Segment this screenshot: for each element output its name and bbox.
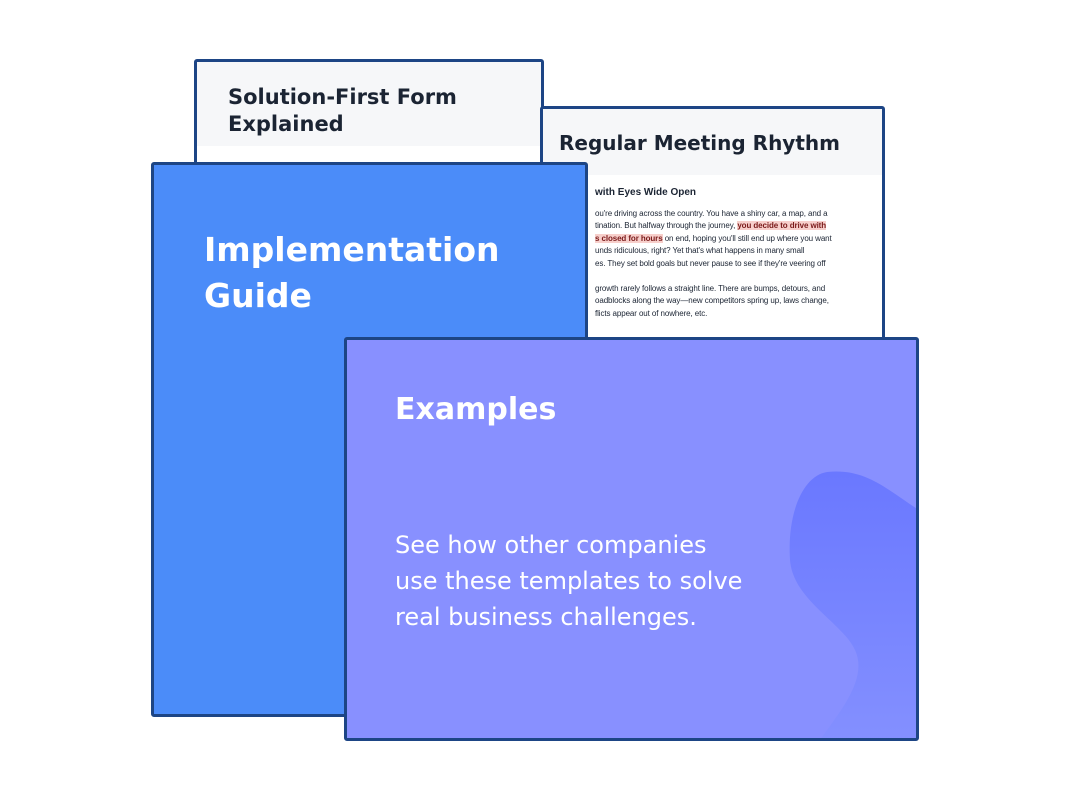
preview-line: growth rarely follows a straight line. T…	[595, 283, 826, 293]
preview-line: oadblocks along the way—new competitors …	[595, 296, 829, 306]
preview-line: tination. But halfway through the journe…	[595, 220, 880, 233]
highlight: s closed for hours	[595, 233, 663, 243]
highlight: you decide to drive with	[737, 221, 827, 231]
meeting-rhythm-card[interactable]: Regular Meeting Rhythm with Eyes Wide Op…	[540, 106, 885, 356]
solution-first-card[interactable]: Solution-First Form Explained	[194, 59, 544, 199]
card-title: Solution-First Form Explained	[197, 62, 541, 146]
preview-line: unds ridiculous, right? Yet that's what …	[595, 246, 805, 256]
preview-text: on end, hoping you'll still end up where…	[664, 233, 832, 243]
preview-heading: with Eyes Wide Open	[595, 187, 697, 198]
preview-line: ou're driving across the country. You ha…	[595, 208, 828, 218]
examples-card[interactable]: Examples See how other companies use the…	[344, 337, 919, 741]
decorative-blob	[789, 471, 916, 738]
document-preview: with Eyes Wide Open ou're driving across…	[595, 187, 880, 320]
preview-line: flicts appear out of nowhere, etc.	[595, 308, 708, 318]
card-description: See how other companies use these templa…	[395, 531, 743, 631]
preview-text: tination. But halfway through the journe…	[595, 221, 736, 231]
card-title: Implementation Guide	[204, 230, 500, 315]
card-title: Regular Meeting Rhythm	[543, 109, 882, 175]
card-title: Examples	[395, 392, 557, 427]
preview-line: es. They set bold goals but never pause …	[595, 258, 826, 268]
preview-line: s closed for hours on end, hoping you'll…	[595, 233, 880, 246]
